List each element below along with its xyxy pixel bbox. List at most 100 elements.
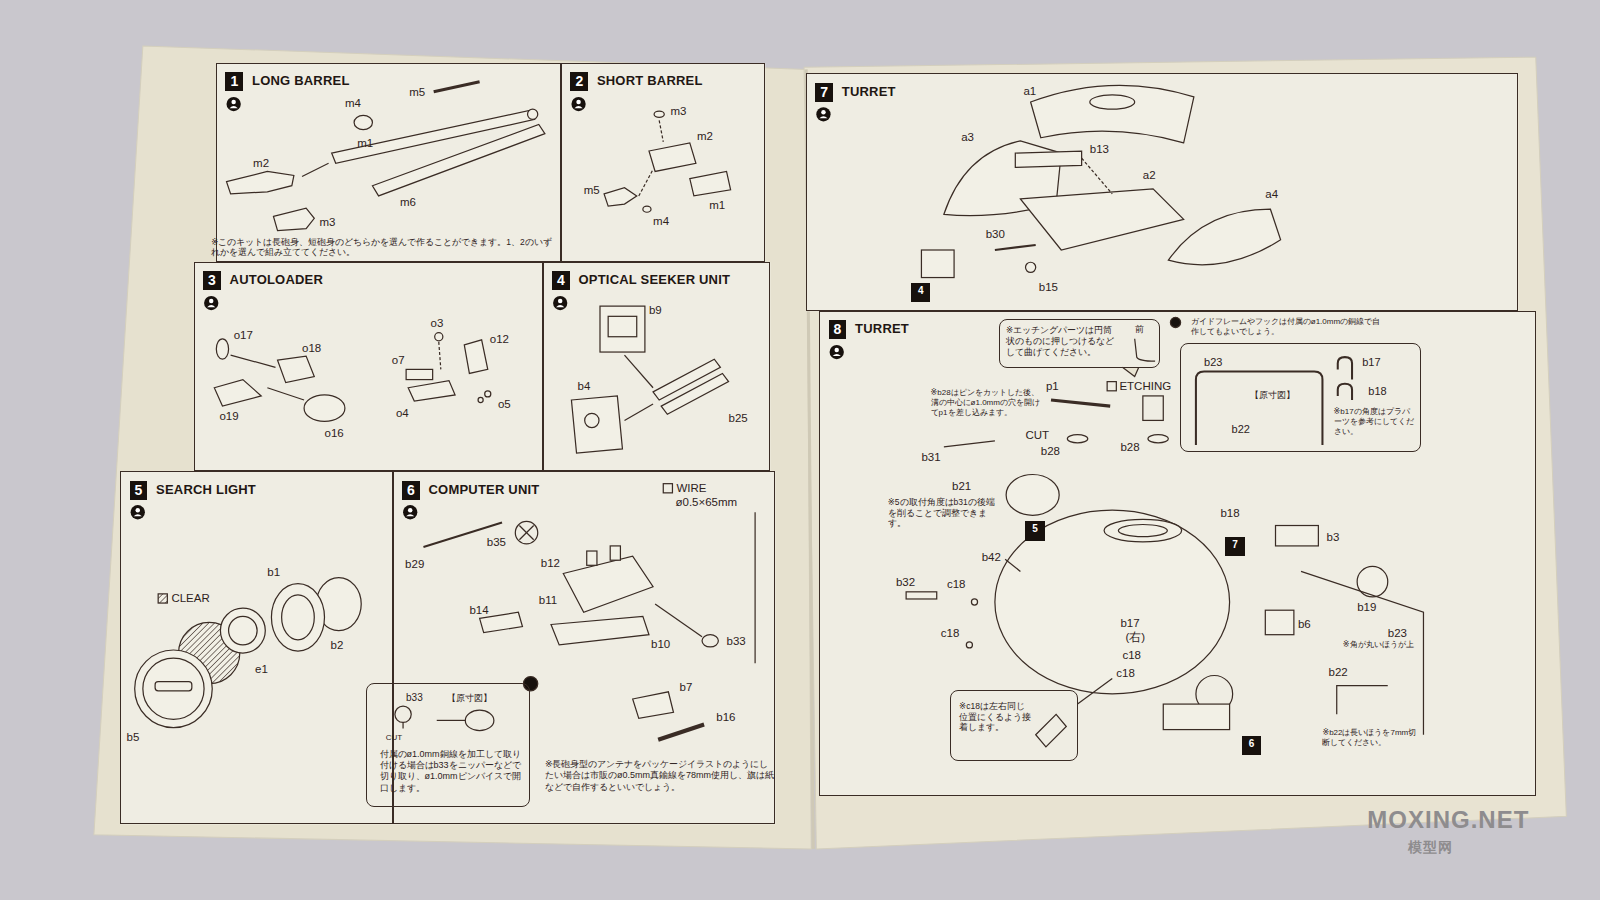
illustration-part	[834, 348, 838, 352]
illustration-part	[1067, 435, 1087, 443]
illustration-part	[702, 635, 718, 647]
illustration-part	[1265, 610, 1294, 634]
illustration-part	[543, 262, 771, 471]
illustration-part	[131, 505, 145, 519]
illustration-part	[821, 110, 825, 114]
illustration-part	[830, 345, 844, 359]
part-label: CUT	[386, 733, 402, 743]
illustration-part	[437, 720, 466, 721]
part-label: b42	[982, 551, 1001, 565]
part-label: CUT	[1026, 429, 1050, 443]
illustration-part	[204, 296, 218, 310]
step-title: LONG BARREL	[252, 73, 350, 89]
illustration-part	[1337, 686, 1388, 715]
part-label: o4	[396, 407, 409, 421]
part-label: b19	[1357, 601, 1376, 615]
illustration-part	[267, 388, 304, 400]
illustration-part	[995, 245, 1036, 250]
watermark: MOXING.NET	[1367, 806, 1529, 835]
illustration-part	[659, 120, 663, 141]
illustration-part	[556, 305, 564, 307]
part-label: o17	[234, 329, 253, 343]
illustration-part	[478, 397, 483, 402]
note-text: ※5の取付角度はb31の後端を削ることで調整できます。	[888, 497, 998, 529]
step-number: 4	[911, 283, 930, 298]
illustration-part	[134, 514, 142, 516]
part-label: b13	[1090, 143, 1109, 157]
part-label: b23	[1204, 356, 1222, 369]
illustration-part	[816, 107, 830, 121]
illustration-part	[833, 354, 841, 356]
illustration-part	[403, 505, 417, 519]
step-title: COMPUTER UNIT	[429, 482, 540, 498]
illustration-part	[402, 722, 403, 728]
illustration-part	[610, 546, 620, 560]
illustration-part	[464, 340, 487, 374]
part-label: b21	[952, 480, 971, 494]
part-label: b5	[127, 731, 140, 745]
illustration-part	[214, 380, 261, 407]
illustration-part	[655, 604, 702, 637]
illustration-part	[971, 599, 977, 605]
illustration-part	[1006, 474, 1059, 515]
step-ref-box: 4	[911, 283, 930, 302]
illustration-part	[944, 441, 995, 447]
illustration-part	[515, 521, 537, 543]
illustration-part	[395, 706, 411, 722]
note-text: 付属のø1.0mm銅線を加工して取り付ける場合はb33をニッパーなどで切り取り、…	[380, 749, 523, 794]
illustration-part	[406, 514, 414, 516]
illustration-part	[995, 510, 1230, 694]
illustration-part	[302, 163, 329, 176]
part-label: m1	[357, 137, 373, 151]
part-label: b18	[1220, 507, 1239, 521]
step-number: 6	[402, 481, 420, 500]
part-label: b29	[405, 558, 424, 572]
illustration-part	[921, 250, 954, 278]
illustration-part	[220, 608, 265, 653]
part-label: b17	[1362, 356, 1380, 369]
illustration-part	[403, 505, 417, 519]
illustration-part	[278, 356, 315, 383]
illustration-part	[819, 311, 1535, 796]
part-label: m1	[709, 199, 725, 213]
step-panel: 3AUTOLOADER	[194, 262, 543, 471]
illustration-part	[194, 262, 543, 471]
part-label: m3	[319, 216, 335, 230]
part-label: p1	[1046, 380, 1059, 394]
part-label: b17	[1120, 617, 1139, 631]
illustration-part	[558, 299, 562, 303]
illustration-part	[1276, 526, 1319, 546]
illustration-part	[600, 306, 645, 352]
illustration-part	[1168, 209, 1280, 265]
part-label: b14	[469, 604, 488, 618]
callout-box: ※c18は左右同じ位置にくるよう接着します。	[950, 690, 1078, 761]
illustration-part	[131, 505, 145, 519]
illustration-part	[94, 46, 811, 849]
illustration-part	[1338, 384, 1352, 400]
illustration-part	[1051, 400, 1110, 406]
part-label: 【原寸図】	[1250, 390, 1295, 401]
part-label: b23	[1388, 627, 1407, 641]
step-ref-box: 6	[1242, 736, 1261, 755]
step-title: AUTOLOADER	[230, 272, 323, 288]
note-text: ※c18は左右同じ位置にくるよう接着します。	[959, 701, 1032, 733]
part-label: b4	[578, 380, 591, 394]
step-number: 2	[570, 72, 588, 91]
part-label: m5	[409, 86, 425, 100]
illustration-part	[230, 106, 238, 108]
illustration-part	[435, 333, 443, 341]
illustration-part	[604, 188, 637, 206]
illustration-part	[120, 471, 392, 824]
illustration-part	[587, 551, 597, 565]
callout-box: b33【原寸図】CUT付属のø1.0mm銅線を加工して取り付ける場合はb33をニ…	[366, 683, 529, 807]
illustration-part	[1031, 85, 1194, 143]
step-number: 5	[1025, 521, 1044, 536]
part-label: e1	[255, 663, 268, 677]
step-ref-box: 5	[1025, 521, 1044, 540]
illustration-part	[1148, 435, 1168, 443]
illustration-part	[1104, 519, 1182, 541]
illustration-part	[561, 63, 765, 262]
illustration-part	[216, 63, 561, 262]
part-label: o16	[324, 427, 343, 441]
